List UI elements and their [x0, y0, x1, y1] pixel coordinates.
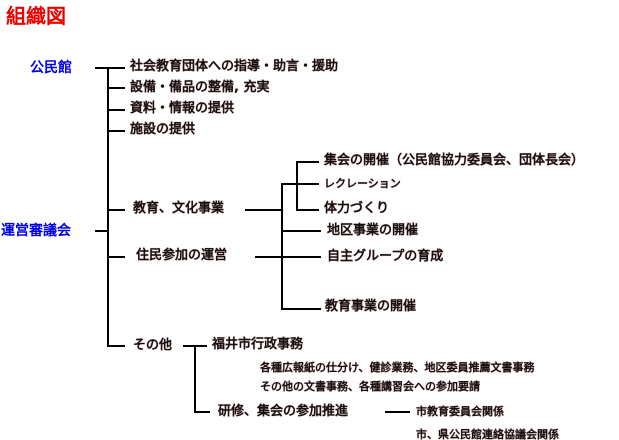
node-city-admin: 福井市行政事務 — [212, 337, 304, 352]
node-residents: 住民参加の運営 — [136, 248, 228, 263]
branch-item: 地区事業の開催 — [327, 223, 419, 238]
connector — [385, 411, 410, 413]
connector — [95, 230, 108, 232]
branch-item: 教育事業の開催 — [325, 299, 417, 314]
connector — [95, 67, 125, 69]
connector — [296, 209, 319, 211]
connector — [107, 345, 125, 347]
education-sub: 集会の開催（公民館協力委員会、団体長会） — [324, 153, 585, 168]
city-note: 各種広報紙の仕分け、健診業務、地区委員推薦文書事務 — [260, 361, 535, 374]
training-item: 市、県公民館連絡協議会関係 — [416, 428, 559, 440]
education-sub: レクレーション — [324, 177, 401, 190]
connector — [107, 209, 125, 211]
connector — [281, 308, 321, 310]
node-other: その他 — [133, 338, 173, 353]
connector — [281, 256, 321, 258]
connector — [281, 183, 283, 310]
connector — [296, 161, 298, 211]
kominkan-item: 社会教育団体への指導・助言・援助 — [130, 59, 339, 74]
node-education: 教育、文化事業 — [133, 201, 225, 216]
node-training: 研修、集会の参加推進 — [218, 404, 349, 419]
branch-item: 自主グループの育成 — [327, 249, 444, 264]
connector — [281, 183, 319, 185]
node-council: 運営審議会 — [1, 223, 71, 239]
education-sub: 体力づくり — [324, 201, 390, 216]
connector — [194, 345, 196, 413]
city-note: その他の文書事務、各種講習会への参加要請 — [260, 380, 480, 393]
connector — [281, 230, 321, 232]
training-item: 市教育委員会関係 — [416, 405, 504, 418]
connector — [107, 67, 109, 347]
node-kominkan: 公民館 — [30, 60, 72, 76]
connector — [296, 161, 319, 163]
connector — [194, 411, 210, 413]
kominkan-item: 設備・備品の整備, 充実 — [130, 80, 270, 95]
connector — [245, 209, 282, 211]
connector — [107, 87, 125, 89]
kominkan-item: 施設の提供 — [130, 122, 196, 137]
connector — [107, 109, 125, 111]
kominkan-item: 資料・情報の提供 — [130, 101, 235, 116]
connector — [107, 256, 125, 258]
connector — [107, 130, 125, 132]
page-title: 組織図 — [6, 4, 66, 28]
connector — [255, 256, 282, 258]
